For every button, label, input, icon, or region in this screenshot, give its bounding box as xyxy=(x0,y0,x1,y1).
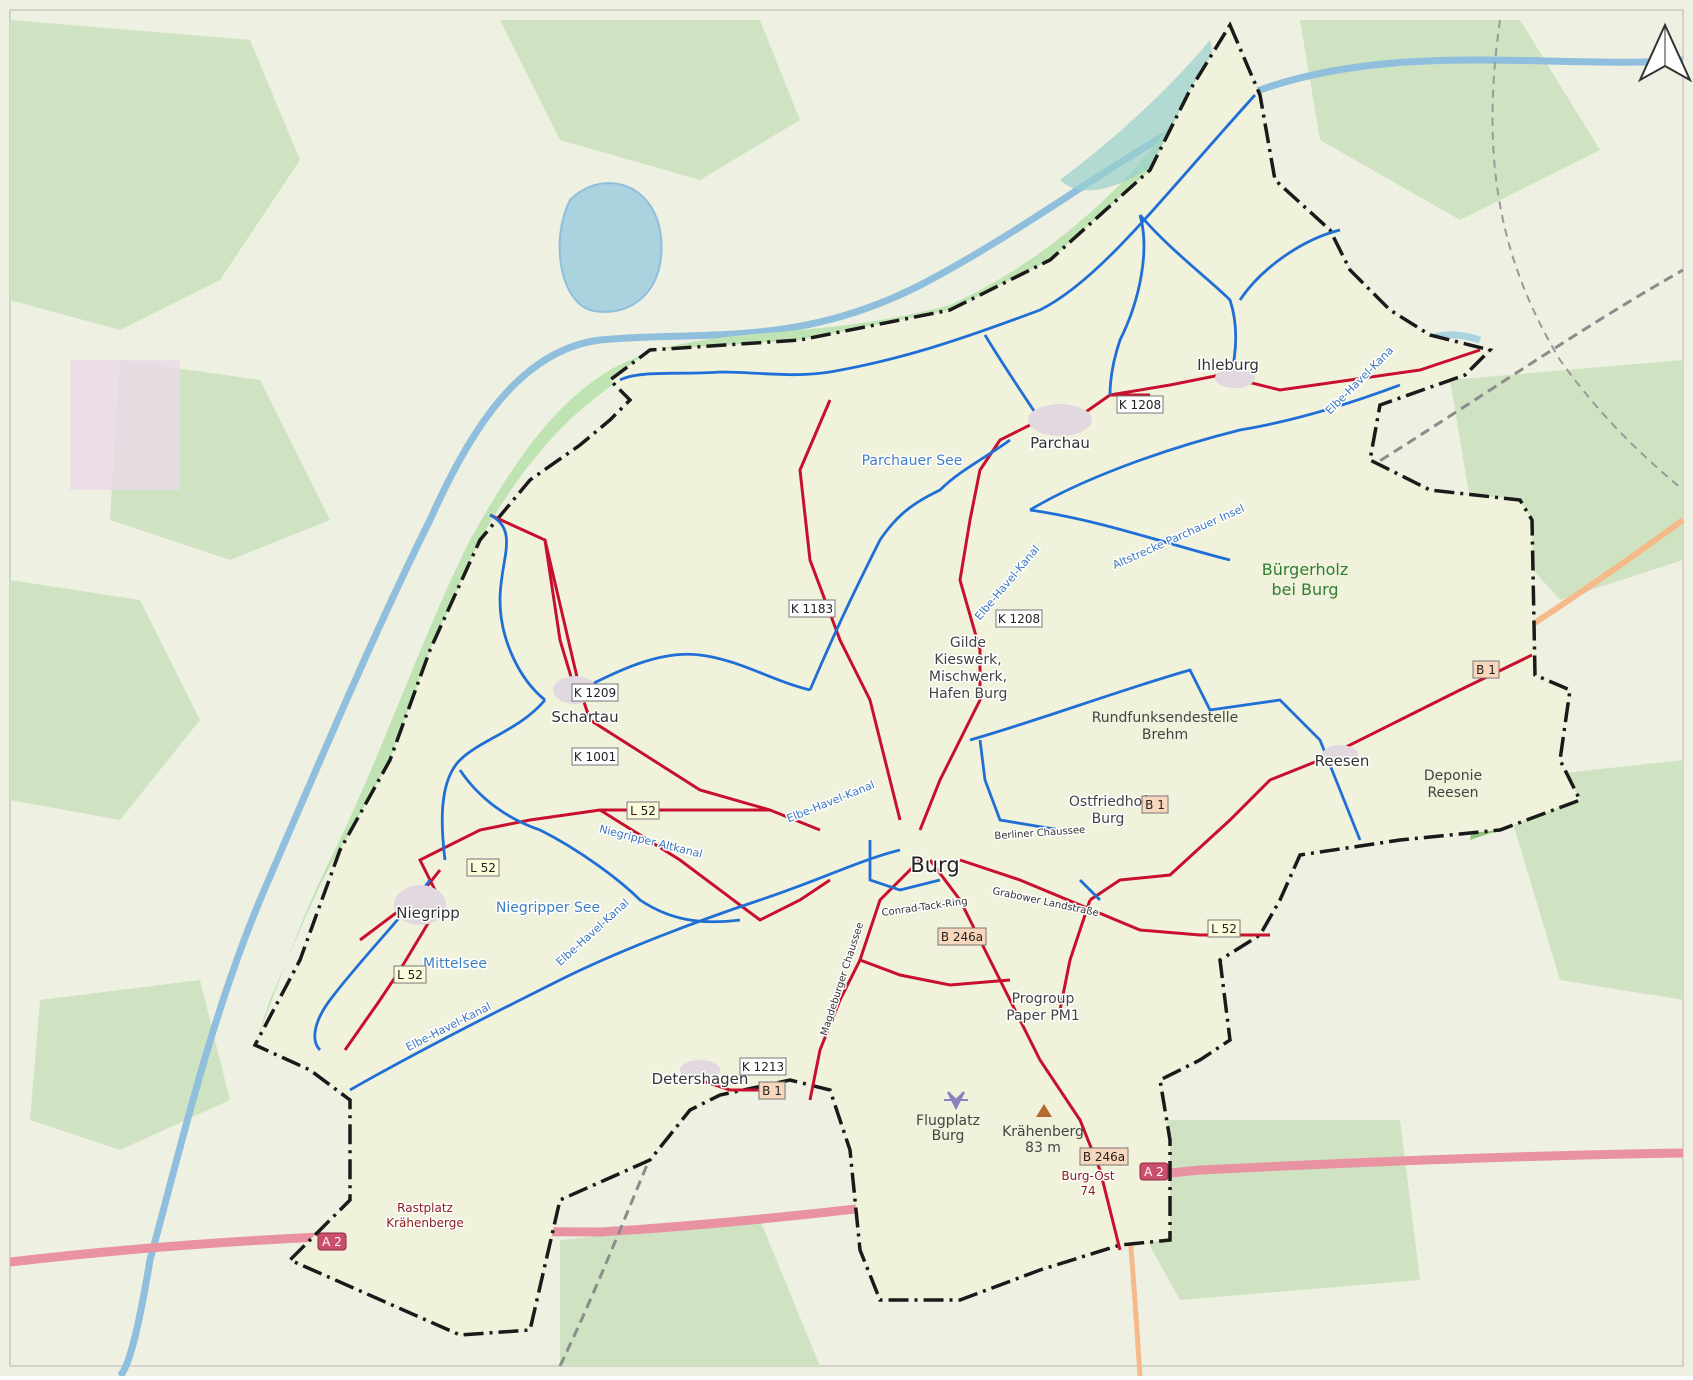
svg-text:B 1: B 1 xyxy=(1476,663,1496,677)
place-parchau: Parchau xyxy=(1030,434,1090,452)
place-reesen: Reesen xyxy=(1315,752,1370,770)
svg-text:L 52: L 52 xyxy=(397,968,423,982)
svg-text:Burg: Burg xyxy=(932,1128,965,1144)
road-shields: K 1208 K 1208 K 1183 K 1209 K 1001 K 121… xyxy=(317,395,1500,1251)
svg-text:K 1183: K 1183 xyxy=(791,602,833,616)
svg-text:K 1001: K 1001 xyxy=(574,750,616,764)
svg-text:Reesen: Reesen xyxy=(1427,785,1478,801)
svg-text:K 1208: K 1208 xyxy=(1119,398,1161,412)
shield-b1-a: B 1 xyxy=(1141,795,1169,814)
svg-text:74: 74 xyxy=(1080,1184,1095,1198)
svg-text:Paper PM1: Paper PM1 xyxy=(1006,1008,1080,1024)
svg-text:B 246a: B 246a xyxy=(1083,1150,1125,1164)
svg-text:A 2: A 2 xyxy=(322,1235,342,1249)
poi-gilde: Gilde Kieswerk, Mischwerk, Hafen Burg xyxy=(927,634,1009,704)
svg-text:Flugplatz: Flugplatz xyxy=(916,1113,980,1129)
elbe-floodplain xyxy=(255,25,1255,1045)
svg-text:B 246a: B 246a xyxy=(941,930,983,944)
svg-text:B 1: B 1 xyxy=(762,1084,782,1098)
svg-text:K 1213: K 1213 xyxy=(742,1060,784,1074)
svg-text:83 m: 83 m xyxy=(1025,1140,1061,1156)
shield-l52-c: L 52 xyxy=(393,965,427,984)
poi-deponie: Deponie Reesen xyxy=(1424,768,1482,801)
svg-text:Deponie: Deponie xyxy=(1424,768,1482,784)
poi-rastplatz: Rastplatz Krähenberge xyxy=(385,1200,465,1232)
shield-a2-a: A 2 xyxy=(317,1232,347,1251)
place-detershagen: Detershagen xyxy=(652,1070,749,1088)
shield-k1213: K 1213 xyxy=(739,1057,787,1076)
svg-text:L 52: L 52 xyxy=(470,861,496,875)
label-buergerholz-1: Bürgerholz xyxy=(1262,560,1348,579)
svg-text:Gilde: Gilde xyxy=(950,635,986,651)
village-blobs xyxy=(394,368,1358,1080)
shield-b246a-a: B 246a xyxy=(937,927,987,946)
label-mittelsee: Mittelsee xyxy=(423,956,487,972)
elbe-oxbow xyxy=(558,182,663,313)
poi-flugplatz: Flugplatz Burg xyxy=(916,1091,980,1144)
poi-rundfunk: Rundfunksendestelle Brehm xyxy=(1092,710,1239,743)
svg-text:L 52: L 52 xyxy=(630,804,656,818)
shield-l52-d: L 52 xyxy=(1207,919,1241,938)
svg-text:L 52: L 52 xyxy=(1211,922,1237,936)
svg-text:Rastplatz: Rastplatz xyxy=(397,1201,453,1215)
shield-b1-b: B 1 xyxy=(1472,660,1500,679)
svg-text:Kieswerk,: Kieswerk, xyxy=(934,652,1001,668)
pink-landuse xyxy=(70,360,180,490)
poi-progroup: Progroup Paper PM1 xyxy=(1005,990,1082,1026)
shield-k1209: K 1209 xyxy=(571,683,619,702)
svg-text:Krähenberge: Krähenberge xyxy=(386,1216,463,1230)
shield-l52-a: L 52 xyxy=(626,801,660,820)
svg-text:K 1209: K 1209 xyxy=(574,686,616,700)
svg-text:Krähenberg: Krähenberg xyxy=(1002,1124,1084,1140)
poi-kraehenberg: Krähenberg 83 m xyxy=(1002,1104,1084,1156)
place-schartau: Schartau xyxy=(551,708,618,726)
svg-text:A 2: A 2 xyxy=(1144,1165,1164,1179)
svg-text:B 1: B 1 xyxy=(1145,798,1165,812)
floodplain-marsh xyxy=(1060,40,1213,191)
svg-text:Mischwerk,: Mischwerk, xyxy=(929,669,1007,685)
label-buergerholz-2: bei Burg xyxy=(1271,580,1338,599)
north-arrow-icon xyxy=(1637,22,1693,83)
shield-k1001: K 1001 xyxy=(571,747,619,766)
svg-text:Burg: Burg xyxy=(1092,811,1125,827)
poi-ostfriedhof: Ostfriedhof Burg xyxy=(1067,793,1149,829)
place-ihleburg: Ihleburg xyxy=(1197,356,1259,374)
shield-b1-c: B 1 xyxy=(758,1081,786,1100)
place-burg: Burg xyxy=(910,853,959,877)
airplane-icon xyxy=(944,1091,968,1111)
svg-text:K 1208: K 1208 xyxy=(998,612,1040,626)
shield-k1183: K 1183 xyxy=(788,599,836,618)
label-parchauer-see: Parchauer See xyxy=(862,453,963,469)
svg-text:Hafen Burg: Hafen Burg xyxy=(929,686,1008,702)
svg-text:Ostfriedhof: Ostfriedhof xyxy=(1069,794,1148,810)
shield-b246a-b: B 246a xyxy=(1079,1147,1129,1166)
svg-text:Burg-Ost: Burg-Ost xyxy=(1061,1169,1115,1183)
svg-text:Rundfunksendestelle: Rundfunksendestelle xyxy=(1092,710,1239,726)
shield-k1208-b: K 1208 xyxy=(995,609,1043,628)
peak-icon xyxy=(1036,1104,1052,1117)
shield-a2-b: A 2 xyxy=(1139,1162,1169,1181)
shield-l52-b: L 52 xyxy=(466,858,500,877)
railway-north xyxy=(1491,19,1684,491)
svg-text:Brehm: Brehm xyxy=(1142,727,1188,743)
poi-burg-ost: Burg-Ost 74 xyxy=(1060,1168,1117,1200)
shield-k1208-a: K 1208 xyxy=(1116,395,1164,414)
label-niegripper-see: Niegripper See xyxy=(496,900,600,916)
place-niegripp: Niegripp xyxy=(396,904,460,922)
svg-text:Progroup: Progroup xyxy=(1012,991,1075,1007)
